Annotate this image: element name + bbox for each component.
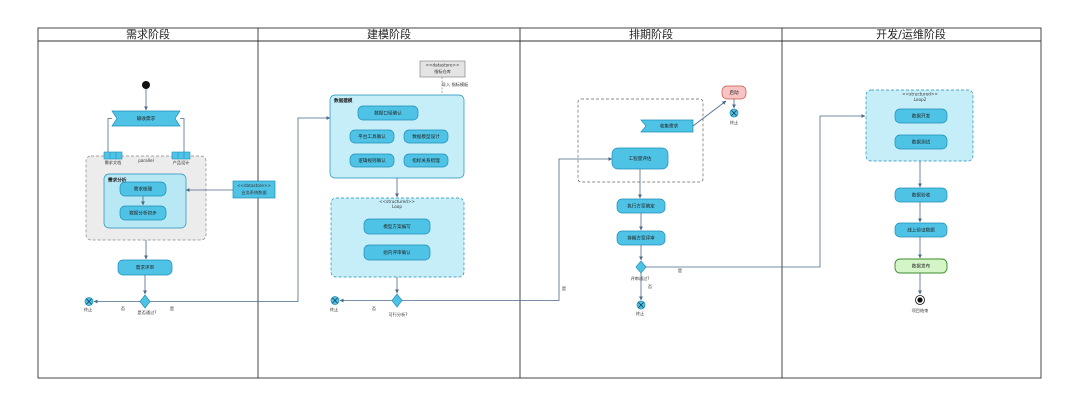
model-confirm-activity[interactable]: 数据口径确认 — [357, 105, 419, 121]
req-eval-activity[interactable]: 需求评审 — [117, 259, 173, 276]
import-note: 导入 指标模板 — [442, 81, 469, 88]
flow-final-node-3 — [636, 300, 646, 310]
data-test-activity[interactable]: 数据测试 — [894, 134, 948, 150]
collect-req-signal[interactable]: 输收需求 — [111, 110, 181, 127]
model-design-activity[interactable]: 数据模型设计 — [403, 129, 449, 144]
svg-text:数据测试: 数据测试 — [912, 139, 931, 146]
decision-feasible[interactable] — [391, 293, 403, 308]
end2-label: 终止 — [330, 306, 338, 313]
data-release-activity[interactable]: 数据发布 — [894, 258, 948, 274]
collect-req2-signal[interactable]: 收集需求 — [640, 119, 694, 133]
svg-text:需求文档: 需求文档 — [105, 159, 122, 166]
end1-label: 终止 — [84, 306, 92, 313]
svg-text:执行方案确定: 执行方案确定 — [627, 203, 655, 210]
req-review-activity[interactable]: 需求梳理 — [119, 181, 167, 197]
svg-text:数据验收: 数据验收 — [912, 192, 931, 199]
datastore-business[interactable]: <<datastore>> 业务系统数据 — [232, 180, 276, 199]
data-analysis-activity[interactable]: 数据分析初步 — [119, 205, 167, 221]
solution-write-activity[interactable]: 模型方案编写 — [363, 218, 431, 235]
activity-final-node — [915, 295, 925, 305]
svg-text:数据口径确认: 数据口径确认 — [374, 110, 402, 117]
end-early-label: 终止 — [730, 119, 738, 126]
schedule-region — [577, 98, 704, 183]
lane-devops: <<structured>> Loop2 数据开发 数据测试 数据验收 线上验证… — [865, 89, 974, 314]
svg-text:业务系统数据: 业务系统数据 — [241, 189, 266, 196]
schedule-plan-activity[interactable]: 执行方案确定 — [616, 198, 666, 214]
end3-label: 终止 — [636, 310, 644, 317]
tool-select-activity[interactable]: 平台工具确认 — [349, 129, 395, 144]
eng-estimate-activity[interactable]: 工程量评估 — [611, 147, 669, 170]
svg-text:指标仓库: 指标仓库 — [434, 68, 451, 75]
svg-text:<<datastore>>: <<datastore>> — [237, 183, 272, 188]
loop-stereotype: <<structured>> — [379, 199, 415, 204]
input-pin-req-doc: 需求文档 — [103, 151, 123, 166]
loop2-label: Loop2 — [914, 97, 927, 102]
lane-modeling: <<datastore>> 指标仓库 导入 指标模板 数据建模 数据口径确认 平… — [329, 60, 469, 318]
svg-text:逻辑规则确认: 逻辑规则确认 — [358, 157, 386, 164]
svg-text:排期方案评审: 排期方案评审 — [627, 235, 655, 242]
datastore-index[interactable]: <<datastore>> 指标仓库 — [419, 60, 466, 78]
lane-title-modeling: 建模阶段 — [367, 27, 411, 41]
svg-text:工程量评估: 工程量评估 — [629, 155, 652, 162]
start-dev-activity[interactable]: 启动 — [721, 85, 747, 100]
lane-scheduling: 收集需求 启动 终止 工程量评估 执行方案确定 排期方案评审 — [577, 85, 747, 317]
lane-title-scheduling: 排期阶段 — [629, 27, 673, 41]
svg-text:需求梳理: 需求梳理 — [134, 186, 153, 193]
internal-review-activity[interactable]: 组内评审确认 — [363, 244, 431, 261]
decision-passed-label: 是否通过? — [138, 309, 157, 316]
svg-text:指标关系梳理: 指标关系梳理 — [412, 157, 440, 164]
parallel-label: parallel — [138, 158, 154, 163]
svg-text:启动: 启动 — [729, 89, 739, 96]
svg-text:收集需求: 收集需求 — [660, 123, 679, 130]
decision-review-label: 评审通过? — [631, 275, 650, 282]
svg-text:线上验证数据: 线上验证数据 — [907, 227, 935, 234]
modeling-group-label: 数据建模 — [334, 97, 353, 104]
data-accept-activity[interactable]: 数据验收 — [894, 187, 948, 203]
project-end-label: 项目结束 — [912, 307, 930, 314]
plan-review-activity[interactable]: 排期方案评审 — [616, 230, 666, 246]
loop2-stereotype: <<structured>> — [902, 92, 938, 97]
svg-text:需求评审: 需求评审 — [136, 264, 155, 271]
loop-region — [330, 197, 465, 278]
online-verify-activity[interactable]: 线上验证数据 — [894, 222, 948, 238]
decision-feasible-yes: 是 — [562, 286, 567, 292]
svg-text:数据分析初步: 数据分析初步 — [129, 210, 157, 217]
lane-title-requirements: 需求阶段 — [126, 27, 170, 41]
input-pin-prod-design: 产品设计 — [171, 151, 191, 166]
svg-text:平台工具确认: 平台工具确认 — [358, 133, 386, 140]
flow-final-node-1 — [84, 297, 94, 306]
svg-text:数据模型设计: 数据模型设计 — [412, 133, 440, 140]
svg-text:<<datastore>>: <<datastore>> — [425, 63, 460, 68]
svg-text:数据开发: 数据开发 — [912, 113, 931, 120]
decision-passed-yes: 是 — [170, 306, 175, 312]
svg-text:模型方案编写: 模型方案编写 — [383, 223, 411, 230]
lane-requirements: 输收需求 需求文档 parallel 产品设计 需求分析 需求梳理 数据分析初步 — [84, 81, 207, 316]
logic-check-activity[interactable]: 逻辑规则确认 — [349, 153, 395, 168]
flow-final-node-2 — [330, 296, 340, 305]
decision-review-no: 否 — [648, 284, 652, 290]
svg-text:数据发布: 数据发布 — [912, 263, 931, 270]
decision-feasible-label: 可行分析? — [389, 311, 408, 318]
lane-title-dev-ops: 开发/运维阶段 — [876, 27, 946, 41]
index-mgmt-activity[interactable]: 指标关系梳理 — [403, 153, 449, 168]
data-dev-activity[interactable]: 数据开发 — [894, 108, 948, 124]
decision-review-yes: 是 — [678, 268, 683, 274]
svg-text:输收需求: 输收需求 — [137, 115, 156, 122]
flow-final-node-early — [729, 108, 739, 118]
svg-text:产品设计: 产品设计 — [173, 159, 190, 166]
decision-passed[interactable] — [139, 294, 151, 309]
svg-text:组内评审确认: 组内评审确认 — [383, 249, 411, 256]
loop-label: Loop — [392, 204, 402, 209]
initial-node — [142, 81, 150, 89]
req-analysis-label: 需求分析 — [108, 177, 127, 184]
decision-passed-no: 否 — [121, 306, 125, 312]
decision-feasible-no: 否 — [372, 306, 376, 312]
